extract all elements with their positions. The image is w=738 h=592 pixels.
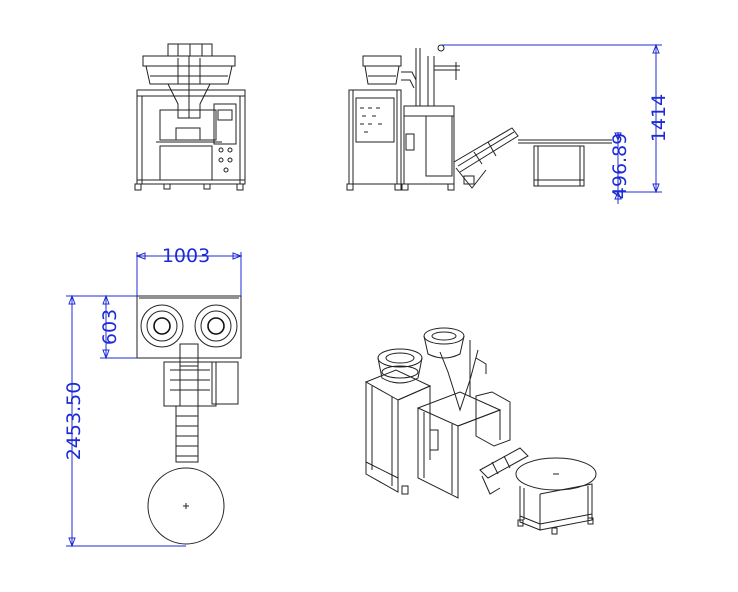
side-view-packing-tower	[401, 44, 460, 191]
dimension-total-length-label: 2453.50	[63, 382, 85, 461]
side-view-conveyor	[453, 127, 519, 189]
isometric-view-turntable	[515, 457, 597, 535]
dimension-total-height-label: 1414	[648, 94, 670, 142]
dimension-table-height-label: 496.89	[609, 133, 631, 199]
dimension-front-width: 1003	[135, 245, 243, 296]
top-view-conveyor	[175, 405, 199, 463]
dimension-table-height: 496.89	[609, 132, 631, 204]
isometric-view-feeder-cabinet	[364, 369, 432, 495]
side-view-feeder-cabinet	[346, 89, 402, 191]
side-view-bowl-feeder	[362, 55, 402, 85]
dimension-hopper-depth: 603	[99, 294, 137, 360]
side-view-turntable-table	[518, 139, 612, 187]
front-view	[134, 43, 246, 191]
isometric-view-bowl-1	[377, 348, 423, 384]
top-view-turntable	[147, 467, 225, 545]
front-view-hopper	[167, 56, 211, 119]
isometric-view-bowl-2	[423, 327, 465, 359]
isometric-view-packing-cabinet	[416, 340, 511, 499]
top-view-packing-unit	[163, 343, 239, 407]
side-view: 1414 496.89	[346, 43, 670, 204]
isometric-view	[364, 327, 597, 535]
isometric-view-conveyor	[479, 447, 529, 495]
dimension-hopper-depth-label: 603	[99, 309, 121, 345]
top-view: 1003 603 2453.50	[63, 245, 243, 548]
dimension-total-length: 2453.50	[63, 294, 186, 548]
top-view-feeder-table	[136, 295, 242, 359]
dimension-total-height: 1414	[442, 43, 670, 194]
dimension-front-width-label: 1003	[162, 245, 210, 267]
front-view-frame	[134, 89, 246, 191]
